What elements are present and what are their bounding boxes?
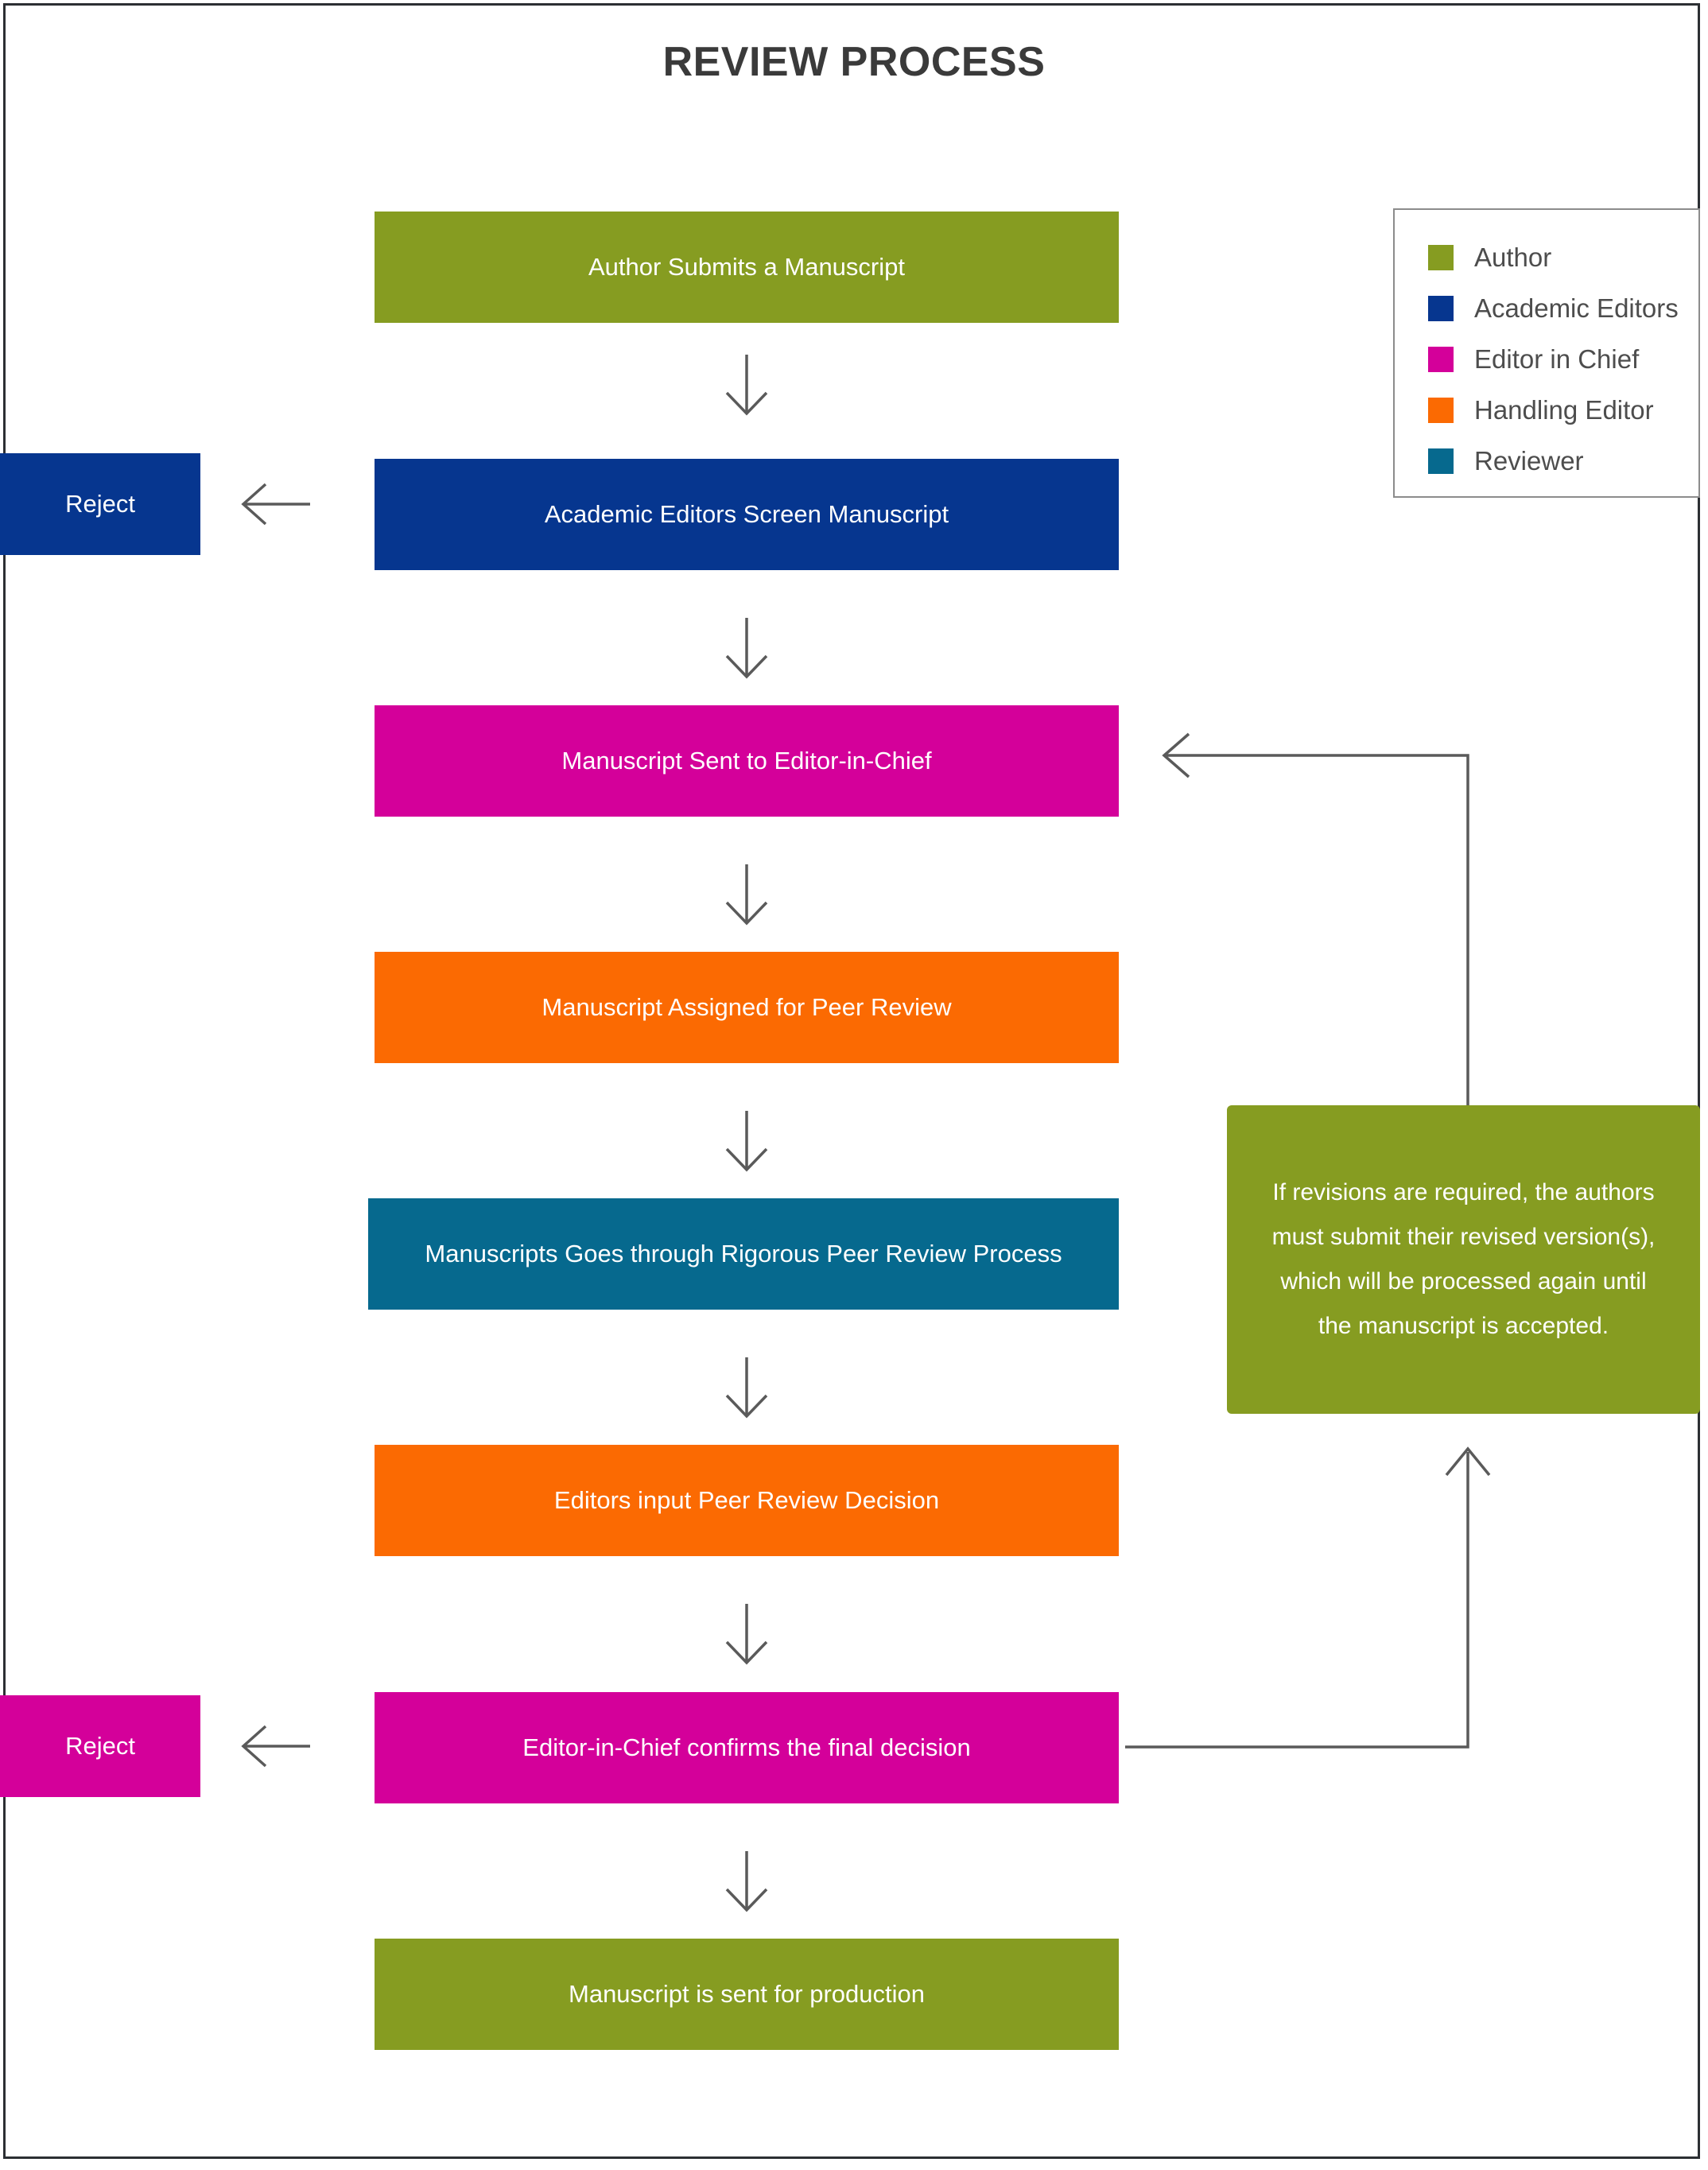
flow-node-label: Manuscript Assigned for Peer Review [542, 993, 952, 1021]
legend-swatch-icon [1428, 347, 1454, 372]
legend-item-editor-in-chief: Editor in Chief [1428, 334, 1698, 385]
page-title: REVIEW PROCESS [662, 39, 1046, 85]
reject-box-final[interactable]: Reject [0, 1695, 200, 1797]
flow-node-label: Academic Editors Screen Manuscript [544, 500, 949, 528]
flow-node-peer-review[interactable]: Manuscripts Goes through Rigorous Peer R… [368, 1198, 1119, 1310]
revision-note-text: If revisions are required, the authors m… [1272, 1170, 1656, 1348]
flow-node-production[interactable]: Manuscript is sent for production [375, 1939, 1119, 2050]
legend-swatch-icon [1428, 296, 1454, 321]
reject-label: Reject [65, 490, 135, 518]
legend-item-label: Handling Editor [1474, 395, 1654, 425]
legend-item-handling-editor: Handling Editor [1428, 385, 1698, 436]
flow-node-peer-review-decision[interactable]: Editors input Peer Review Decision [375, 1445, 1119, 1556]
legend-swatch-icon [1428, 245, 1454, 270]
flow-node-to-editor-in-chief[interactable]: Manuscript Sent to Editor-in-Chief [375, 705, 1119, 817]
legend-item-label: Editor in Chief [1474, 344, 1640, 374]
flow-node-screen[interactable]: Academic Editors Screen Manuscript [375, 459, 1119, 570]
revision-note-line: must submit their revised version(s), [1271, 1224, 1656, 1251]
revision-note-line: which will be processed again until [1280, 1268, 1647, 1295]
legend-item-label: Academic Editors [1474, 293, 1679, 323]
flow-node-label: Manuscript is sent for production [569, 1980, 925, 2008]
legend-swatch-icon [1428, 448, 1454, 474]
flow-node-assign-peer-review[interactable]: Manuscript Assigned for Peer Review [375, 952, 1119, 1063]
flow-node-label: Manuscripts Goes through Rigorous Peer R… [425, 1240, 1062, 1267]
flow-node-label: Editor-in-Chief confirms the final decis… [522, 1733, 971, 1761]
legend-item-label: Reviewer [1474, 446, 1584, 476]
legend-item-author: Author [1428, 232, 1698, 283]
legend-swatch-icon [1428, 398, 1454, 423]
flow-node-label: Editors input Peer Review Decision [553, 1486, 940, 1514]
flow-node-submit[interactable]: Author Submits a Manuscript [375, 212, 1119, 323]
reject-box-screen[interactable]: Reject [0, 453, 200, 555]
legend: Author Academic Editors Editor in Chief … [1393, 208, 1700, 498]
flow-node-label: Manuscript Sent to Editor-in-Chief [561, 747, 932, 774]
legend-item-label: Author [1474, 243, 1552, 272]
flow-node-label: Author Submits a Manuscript [588, 253, 905, 281]
revision-note-line: the manuscript is accepted. [1318, 1312, 1609, 1339]
flow-node-final-decision[interactable]: Editor-in-Chief confirms the final decis… [375, 1692, 1119, 1803]
legend-item-reviewer: Reviewer [1428, 436, 1698, 487]
revision-note-box: If revisions are required, the authors m… [1227, 1105, 1700, 1414]
revision-note-line: If revisions are required, the authors [1272, 1179, 1655, 1206]
reject-label: Reject [65, 1732, 135, 1760]
legend-item-academic-editors: Academic Editors [1428, 283, 1698, 334]
